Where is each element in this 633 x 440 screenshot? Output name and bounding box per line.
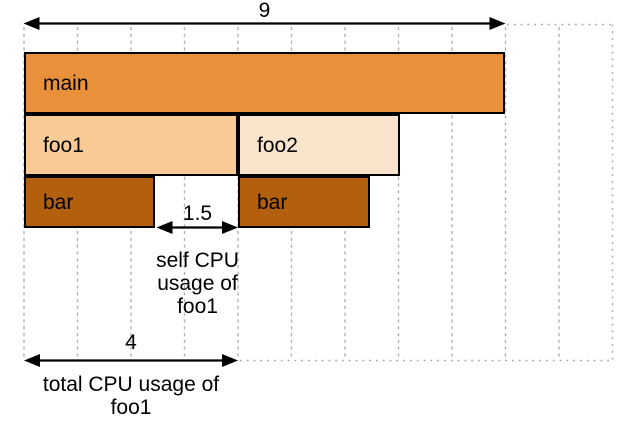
total-cpu-value: 4 [125,331,137,354]
total-width-arrow [23,17,506,30]
self-cpu-caption: self CPU usage of foo1 [156,249,239,318]
total-width-value: 9 [258,0,271,22]
frame-bar-left-label: bar [43,190,74,214]
frame-foo1-label: foo1 [43,133,84,157]
self-cpu-value: 1.5 [182,202,213,225]
frame-bar-right-label: bar [257,190,288,214]
total-cpu-caption: total CPU usage of foo1 [42,373,220,419]
frame-foo2: foo2 [238,114,400,176]
frame-foo2-label: foo2 [257,133,298,157]
frame-foo1: foo1 [24,114,238,176]
self-cpu-arrow [156,221,238,234]
total-cpu-arrow [24,354,238,367]
frame-bar-left: bar [24,176,155,228]
dotted-boundary-lines [240,23,614,362]
frame-main-label: main [43,71,89,95]
frame-main: main [24,52,505,114]
frame-bar-right: bar [238,176,370,228]
